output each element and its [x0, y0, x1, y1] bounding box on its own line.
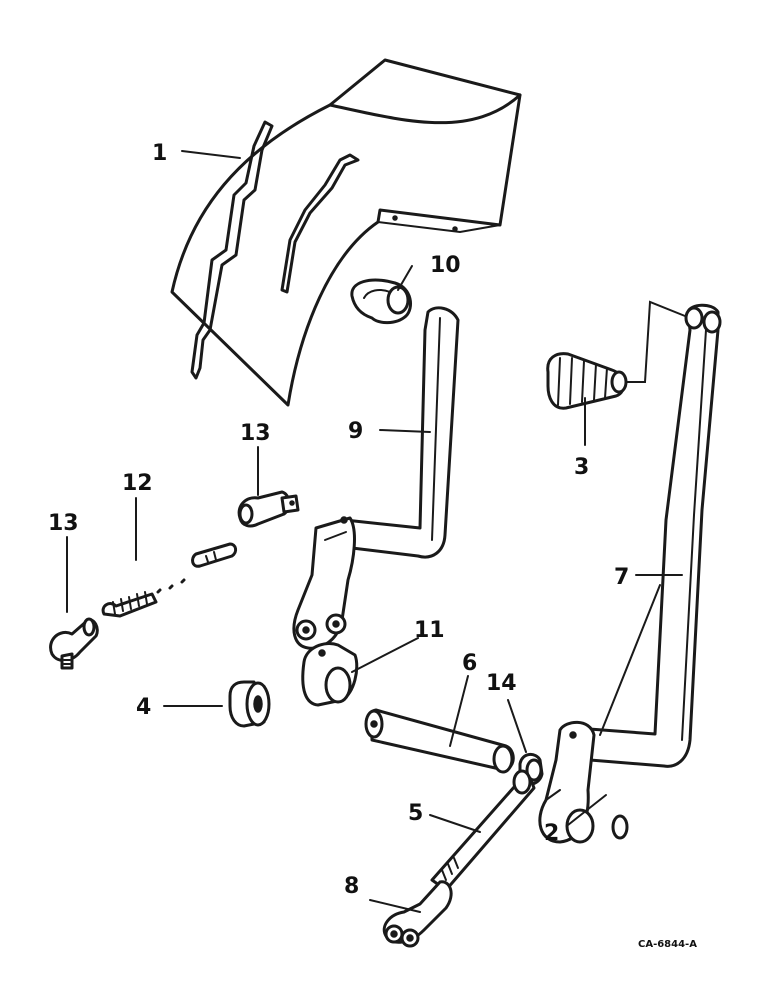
callout-12: 12 [122, 471, 153, 496]
callout-10: 10 [430, 253, 461, 278]
callout-9: 9 [348, 419, 363, 444]
shift-knob-10 [350, 278, 413, 325]
callout-5: 5 [408, 801, 423, 826]
snap-ring-2 [611, 814, 629, 840]
bushing-4 [228, 680, 271, 728]
main-lever-7 [538, 303, 722, 844]
callout-3: 3 [574, 455, 589, 480]
callout-8: 8 [344, 874, 359, 899]
callout-6: 6 [462, 651, 477, 676]
drawing-code: CA-6844-A [638, 939, 697, 950]
callout-7: 7 [614, 565, 629, 590]
quadrant-plate [170, 58, 522, 407]
callout-14: 14 [486, 671, 517, 696]
shift-lever-9 [292, 306, 460, 650]
callout-13-upper: 13 [240, 421, 271, 446]
callout-11: 11 [414, 618, 445, 643]
callout-13-lower: 13 [48, 511, 79, 536]
clevis-8 [382, 880, 453, 948]
rubber-boot-3 [546, 300, 691, 410]
ball-joint-13-upper [237, 490, 300, 528]
callout-labels: 1 10 9 3 13 12 13 7 11 4 6 14 5 2 8 CA-6… [48, 141, 697, 950]
pin-12 [101, 542, 238, 618]
ball-joint-13-lower [49, 617, 99, 670]
callout-1: 1 [152, 141, 167, 166]
rod-5 [430, 769, 536, 892]
cross-shaft-6 [364, 708, 515, 774]
callout-2: 2 [544, 821, 559, 846]
callout-4: 4 [136, 695, 151, 720]
collar-11 [301, 642, 359, 707]
leader-lines [66, 150, 683, 913]
